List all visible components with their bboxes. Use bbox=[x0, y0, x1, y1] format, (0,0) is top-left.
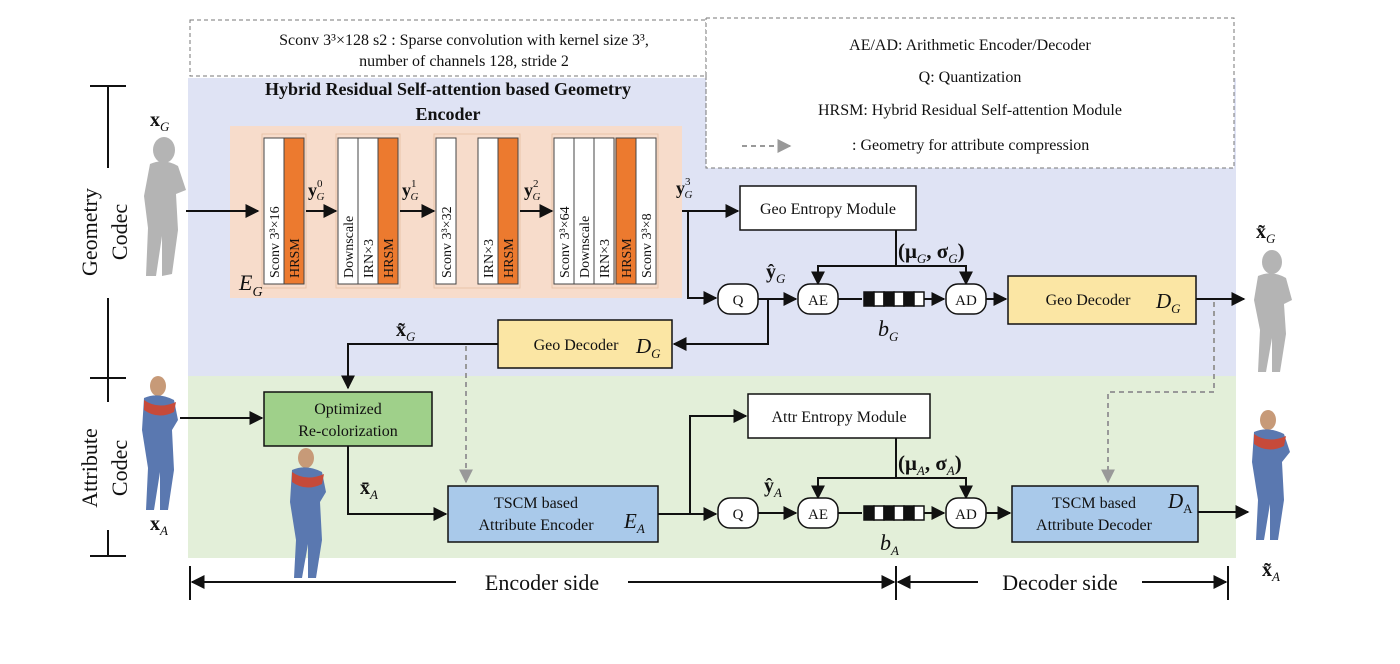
encoder-layer-label-6: Sconv 3³×32 bbox=[440, 206, 455, 278]
attribute-output-figure bbox=[1252, 410, 1290, 540]
attr-decoder-line2: Attribute Decoder bbox=[1036, 517, 1153, 534]
encoder-title-line1: Hybrid Residual Self-attention based Geo… bbox=[265, 79, 631, 99]
geometry-codec-label-line1: Geometry bbox=[77, 188, 102, 276]
attr-encoder-symbol: EA bbox=[623, 509, 645, 536]
attribute-codec-label-line2: Codec bbox=[107, 440, 132, 496]
attrBits-bit-4 bbox=[893, 505, 905, 521]
encoder-layer-label-13: Sconv 3³×8 bbox=[640, 213, 655, 278]
attribute-input-label: xA bbox=[150, 513, 168, 538]
encoder-layer-label-9: Sconv 3³×64 bbox=[558, 206, 573, 278]
encoder-layer-label-2: HRSM bbox=[288, 238, 303, 278]
geometry-codec-label-line2: Codec bbox=[107, 204, 132, 260]
attribute-input-figure bbox=[142, 376, 178, 510]
geo-entropy-module-label: Geo Entropy Module bbox=[760, 201, 896, 218]
attr-decoder-symbol: DA bbox=[1167, 489, 1193, 516]
attr-xbar: x̄A bbox=[360, 477, 378, 502]
attr-encoder-line1: TSCM based bbox=[494, 495, 578, 512]
attr-yhat: ŷA bbox=[764, 475, 782, 500]
attrBits-bit-6 bbox=[913, 505, 925, 521]
legend-sconv-line1: Sconv 3³×128 s2 : Sparse convolution wit… bbox=[279, 32, 649, 49]
encoder-layer-label-7: IRN×3 bbox=[482, 239, 497, 278]
attr-bitstream bbox=[863, 505, 925, 521]
geometry-output-silhouette bbox=[1254, 250, 1292, 372]
encoder-label: EG bbox=[238, 270, 263, 300]
tscm-attribute-encoder bbox=[447, 485, 659, 543]
encoder-layer-label-12: HRSM bbox=[620, 238, 635, 278]
attrBits-bit-2 bbox=[873, 505, 885, 521]
attr-bitstream-label: bA bbox=[880, 530, 899, 558]
encoder-layers: Sconv 3³×16 HRSM Downscale IRN×3 HRSM Sconv 3… bbox=[261, 133, 659, 289]
legend-q: Q: Quantization bbox=[919, 69, 1022, 86]
attrBits-bit-1 bbox=[863, 505, 875, 521]
geo-params: (μG, σG) bbox=[898, 239, 965, 266]
encoder-layer-6 bbox=[435, 137, 457, 285]
geoBits-bit-2 bbox=[873, 291, 885, 307]
legend-box bbox=[705, 17, 1235, 169]
attr-quantizer-label: Q bbox=[733, 507, 744, 523]
geo-decoder-encoder-side-label: Geo Decoder bbox=[534, 337, 620, 354]
attr-entropy-module-label: Attr Entropy Module bbox=[771, 409, 906, 426]
attrBits-bit-5 bbox=[903, 505, 915, 521]
encoder-layer-8 bbox=[497, 137, 519, 285]
geo-entropy-module bbox=[739, 185, 917, 231]
attr-encoder-line2: Attribute Encoder bbox=[478, 517, 594, 534]
attr-ad-label: AD bbox=[955, 507, 977, 523]
geometry-input-label: xG bbox=[150, 109, 170, 134]
geoBits-bit-3 bbox=[883, 291, 895, 307]
geoBits-bit-6 bbox=[913, 291, 925, 307]
attrBits-bit-3 bbox=[883, 505, 895, 521]
encoder-layer-label-11: IRN×3 bbox=[598, 239, 613, 278]
geo-decoder-encoder-side-symbol: DG bbox=[635, 334, 661, 361]
encoder-layer-label-3: Downscale bbox=[342, 216, 357, 278]
attr-ae-label: AE bbox=[808, 507, 828, 523]
encoder-layer-2 bbox=[283, 137, 305, 285]
tscm-attribute-decoder bbox=[1011, 485, 1199, 543]
geo-xtilde: x̃G bbox=[396, 319, 416, 344]
geoBits-bit-1 bbox=[863, 291, 875, 307]
geo-quantizer-label: Q bbox=[733, 293, 744, 309]
geo-decoder-symbol: DG bbox=[1155, 289, 1181, 316]
attr-entropy-module bbox=[747, 393, 931, 439]
legend-ae-ad: AE/AD: Arithmetic Encoder/Decoder bbox=[849, 37, 1091, 54]
encoder-title-line2: Encoder bbox=[416, 104, 481, 124]
attr-params: (μA, σA) bbox=[898, 451, 962, 478]
encoder-layer-label-8: HRSM bbox=[502, 238, 517, 278]
encoder-layer-label-1: Sconv 3³×16 bbox=[268, 206, 283, 278]
geoBits-bit-4 bbox=[893, 291, 905, 307]
encoder-layer-label-10: Downscale bbox=[578, 216, 593, 278]
legend-sconv-line2: number of channels 128, stride 2 bbox=[359, 53, 569, 70]
geo-bitstream bbox=[863, 291, 925, 307]
geo-yhat: ŷG bbox=[766, 261, 786, 286]
encoder-layer-label-4: IRN×3 bbox=[362, 239, 377, 278]
geometry-input-silhouette bbox=[144, 137, 186, 276]
decoder-side-label: Decoder side bbox=[1002, 570, 1117, 595]
geo-ae-label: AE bbox=[808, 293, 828, 309]
attribute-codec-label-line1: Attribute bbox=[77, 428, 102, 507]
geometry-output-label: x̃G bbox=[1256, 221, 1276, 246]
geo-ad-label: AD bbox=[955, 293, 977, 309]
legend-hrsm: HRSM: Hybrid Residual Self-attention Mod… bbox=[818, 102, 1122, 119]
geoBits-bit-5 bbox=[903, 291, 915, 307]
recolorized-figure bbox=[290, 448, 326, 578]
attribute-output-label: x̃A bbox=[1262, 559, 1280, 584]
recolor-line2: Re-colorization bbox=[298, 423, 398, 440]
encoder-layer-11 bbox=[593, 137, 615, 285]
encoder-layer-label-5: HRSM bbox=[382, 238, 397, 278]
encoder-side-label: Encoder side bbox=[485, 570, 599, 595]
encoder-layer-13 bbox=[635, 137, 657, 285]
encoder-layer-5 bbox=[377, 137, 399, 285]
geo-bitstream-label: bG bbox=[878, 316, 899, 344]
recolor-line1: Optimized bbox=[314, 401, 382, 418]
attr-decoder-line1: TSCM based bbox=[1052, 495, 1136, 512]
legend-sconv-box bbox=[189, 19, 707, 77]
legend-geo-attr: : Geometry for attribute compression bbox=[852, 137, 1089, 154]
geo-decoder-label: Geo Decoder bbox=[1046, 292, 1132, 309]
